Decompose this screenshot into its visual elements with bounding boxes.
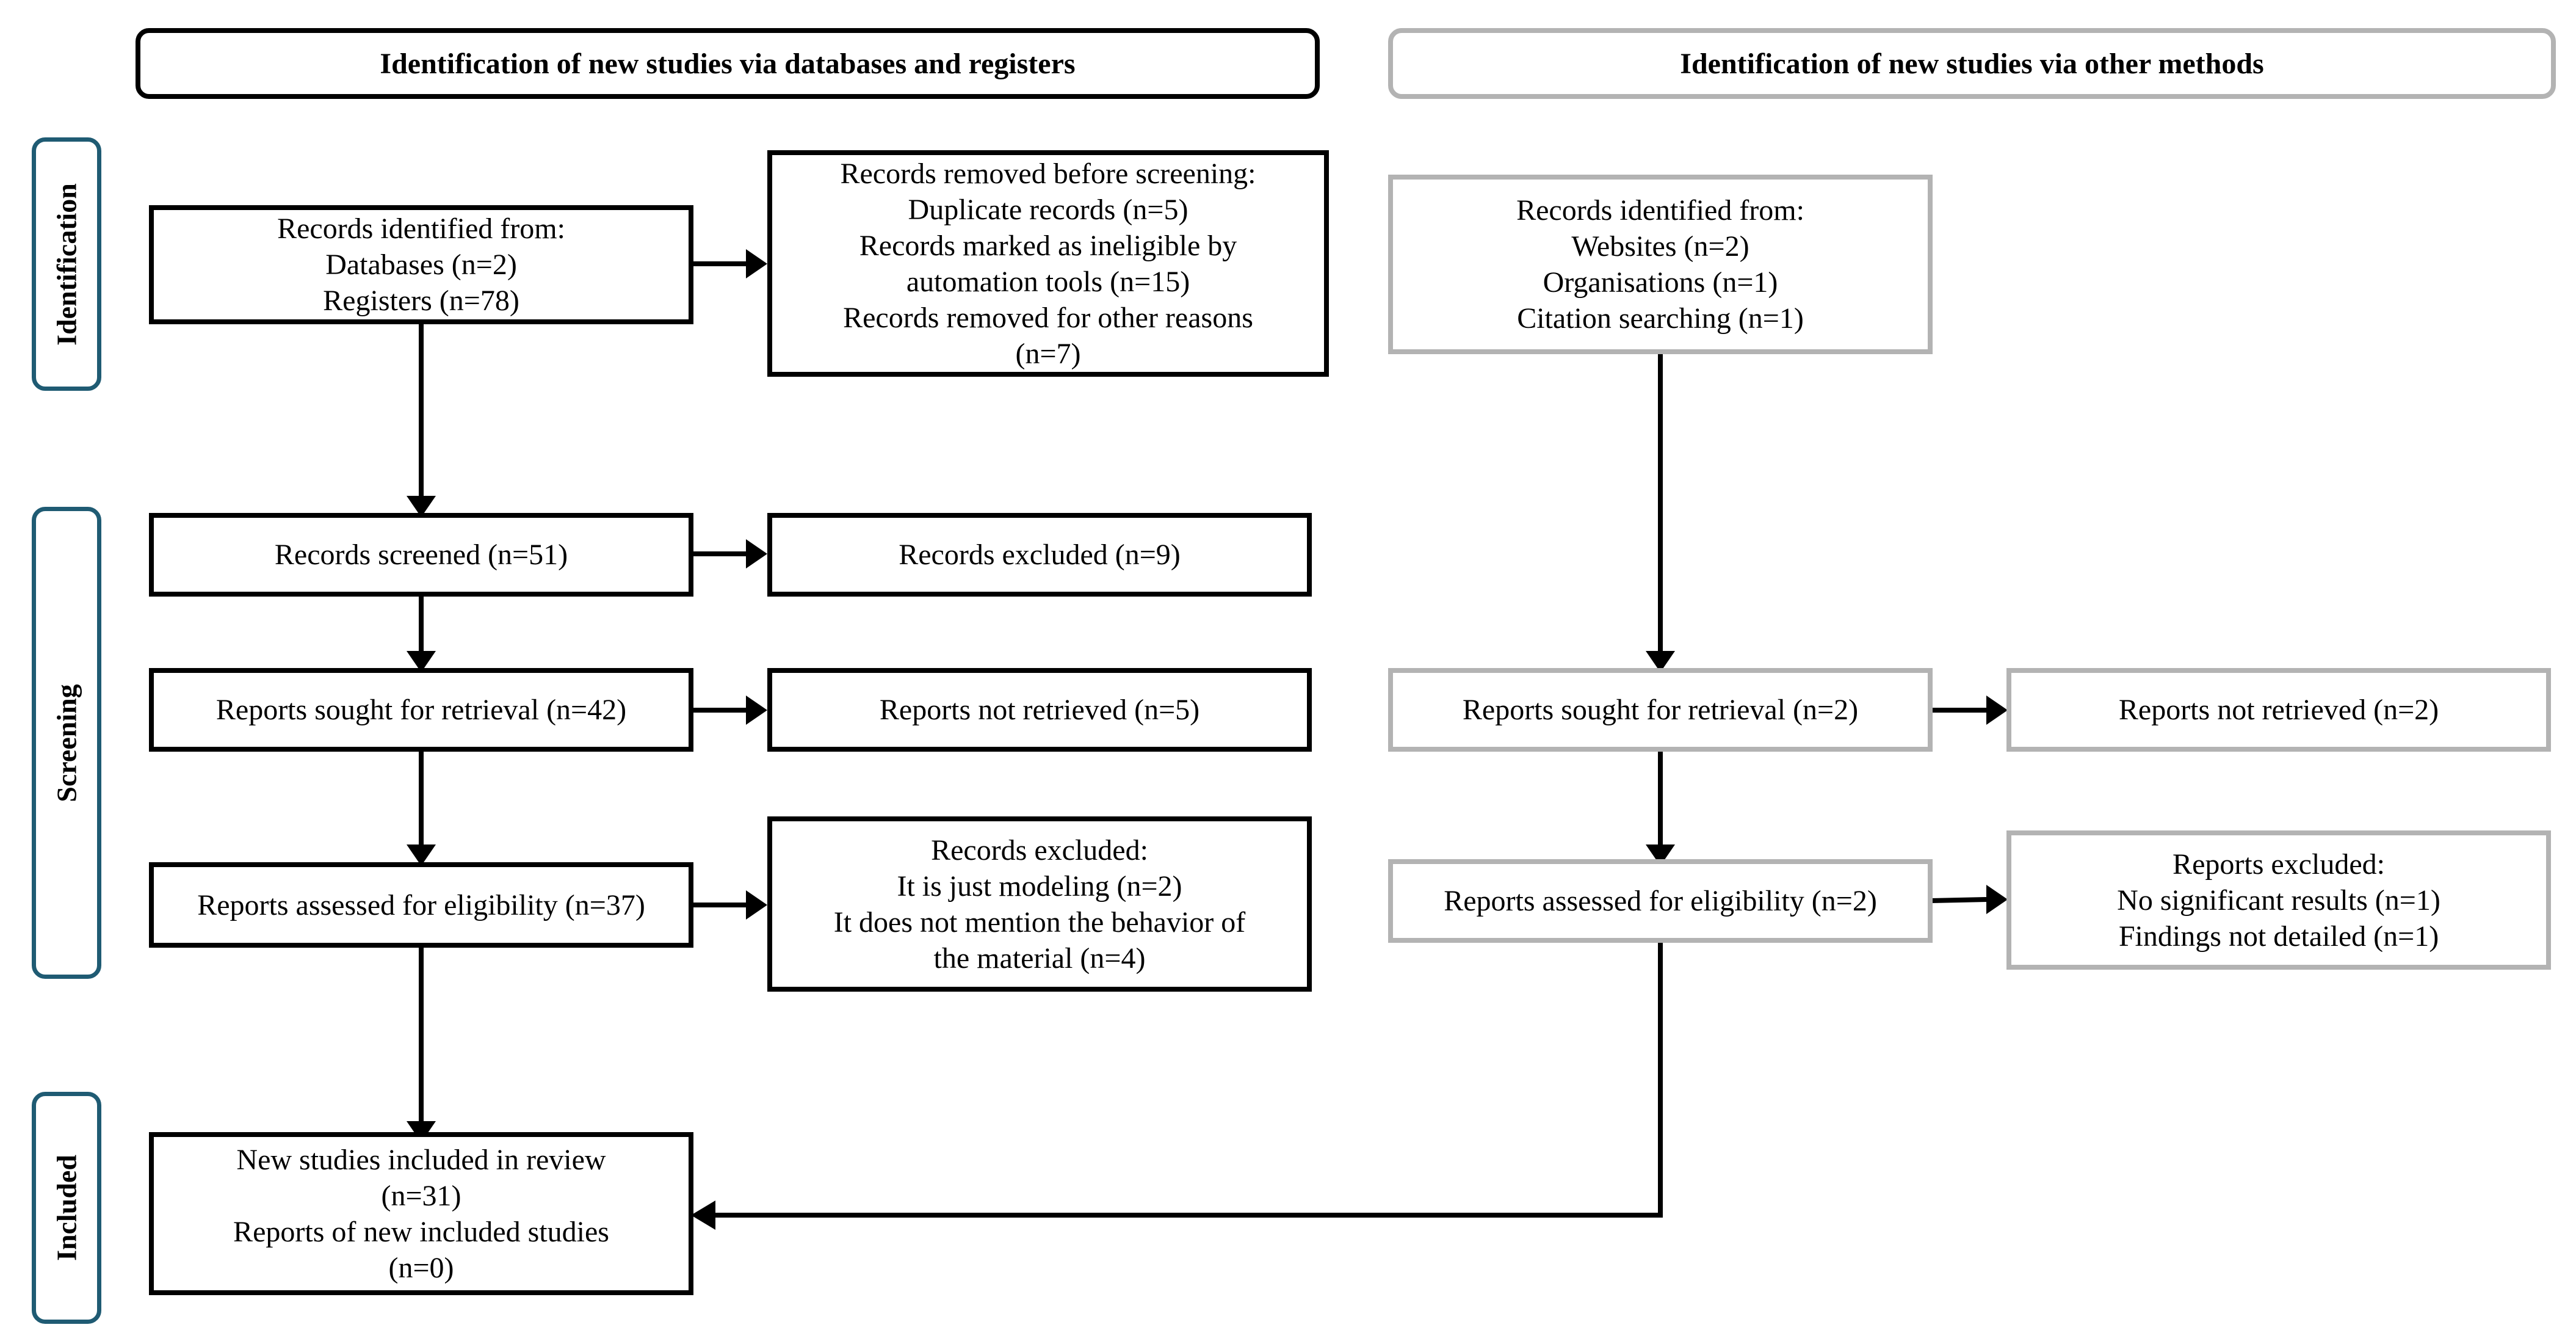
arrow-other-assessed-to-excluded <box>1930 897 1987 903</box>
box-left-records-screened: Records screened (n=51) <box>149 513 693 597</box>
text-line: Reports not retrieved (n=2) <box>2118 694 2439 726</box>
text-line: Reports assessed for eligibility (n=2) <box>1444 885 1877 917</box>
text-line: Records excluded: <box>931 834 1148 866</box>
box-left-reports-not-retrieved: Reports not retrieved (n=5) <box>767 668 1312 752</box>
arrow-other-assessed-to-included <box>715 942 1663 1218</box>
box-right-reports-sought: Reports sought for retrieval (n=2) <box>1388 668 1933 752</box>
box-left-reports-excluded: Records excluded: It is just modeling (n… <box>767 816 1312 992</box>
box-left-records-identified: Records identified from: Databases (n=2)… <box>149 205 693 324</box>
header-databases-registers: Identification of new studies via databa… <box>136 28 1320 99</box>
text-line: Records identified from: <box>1516 194 1804 227</box>
box-right-reports-assessed: Reports assessed for eligibility (n=2) <box>1388 859 1933 943</box>
text-line: Reports assessed for eligibility (n=37) <box>197 888 645 921</box>
header-other-methods: Identification of new studies via other … <box>1388 28 2556 99</box>
stage-included-label: Included <box>51 1155 82 1261</box>
text-line: (n=0) <box>388 1251 454 1284</box>
text-line: Records marked as ineligible by <box>859 229 1237 262</box>
stage-included: Included <box>32 1092 101 1324</box>
text-line: Reports not retrieved (n=5) <box>879 694 1200 726</box>
text-line: Records removed for other reasons <box>843 301 1253 334</box>
text-line: the material (n=4) <box>933 942 1146 975</box>
text-line: Organisations (n=1) <box>1543 266 1778 299</box>
text-line: Records removed before screening: <box>840 157 1256 190</box>
text-line: Reports sought for retrieval (n=42) <box>215 694 627 726</box>
box-right-records-identified: Records identified from: Websites (n=2) … <box>1388 175 1933 354</box>
stage-identification-label: Identification <box>51 183 82 346</box>
box-left-records-removed: Records removed before screening: Duplic… <box>767 150 1329 377</box>
box-left-reports-assessed: Reports assessed for eligibility (n=37) <box>149 862 693 948</box>
box-right-reports-not-retrieved: Reports not retrieved (n=2) <box>2006 668 2551 752</box>
text-line: No significant results (n=1) <box>2117 884 2440 917</box>
text-line: It is just modeling (n=2) <box>897 870 1182 903</box>
text-line: Websites (n=2) <box>1571 230 1749 263</box>
text-line: Duplicate records (n=5) <box>908 193 1189 226</box>
text-line: Findings not detailed (n=1) <box>2118 920 2439 953</box>
text-line: Citation searching (n=1) <box>1517 302 1804 335</box>
box-right-reports-excluded: Reports excluded: No significant results… <box>2006 830 2551 970</box>
stage-screening: Screening <box>32 507 101 979</box>
text-line: New studies included in review <box>236 1143 606 1176</box>
text-line: (n=31) <box>381 1179 461 1212</box>
stage-identification: Identification <box>32 137 101 391</box>
stage-screening-label: Screening <box>51 683 82 802</box>
box-left-reports-sought: Reports sought for retrieval (n=42) <box>149 668 693 752</box>
text-line: Records excluded (n=9) <box>899 539 1181 571</box>
text-line: automation tools (n=15) <box>906 265 1190 298</box>
text-line: Reports excluded: <box>2173 848 2385 881</box>
box-left-included: New studies included in review (n=31) Re… <box>149 1132 693 1295</box>
text-line: Registers (n=78) <box>323 285 519 317</box>
text-line: Databases (n=2) <box>325 249 517 281</box>
box-left-records-excluded: Records excluded (n=9) <box>767 513 1312 597</box>
text-line: Reports sought for retrieval (n=2) <box>1462 694 1859 726</box>
text-line: Records identified from: <box>277 212 565 245</box>
text-line: (n=7) <box>1015 337 1081 370</box>
text-line: Reports of new included studies <box>233 1215 609 1248</box>
text-line: Records screened (n=51) <box>274 539 568 571</box>
text-line: It does not mention the behavior of <box>833 906 1246 939</box>
